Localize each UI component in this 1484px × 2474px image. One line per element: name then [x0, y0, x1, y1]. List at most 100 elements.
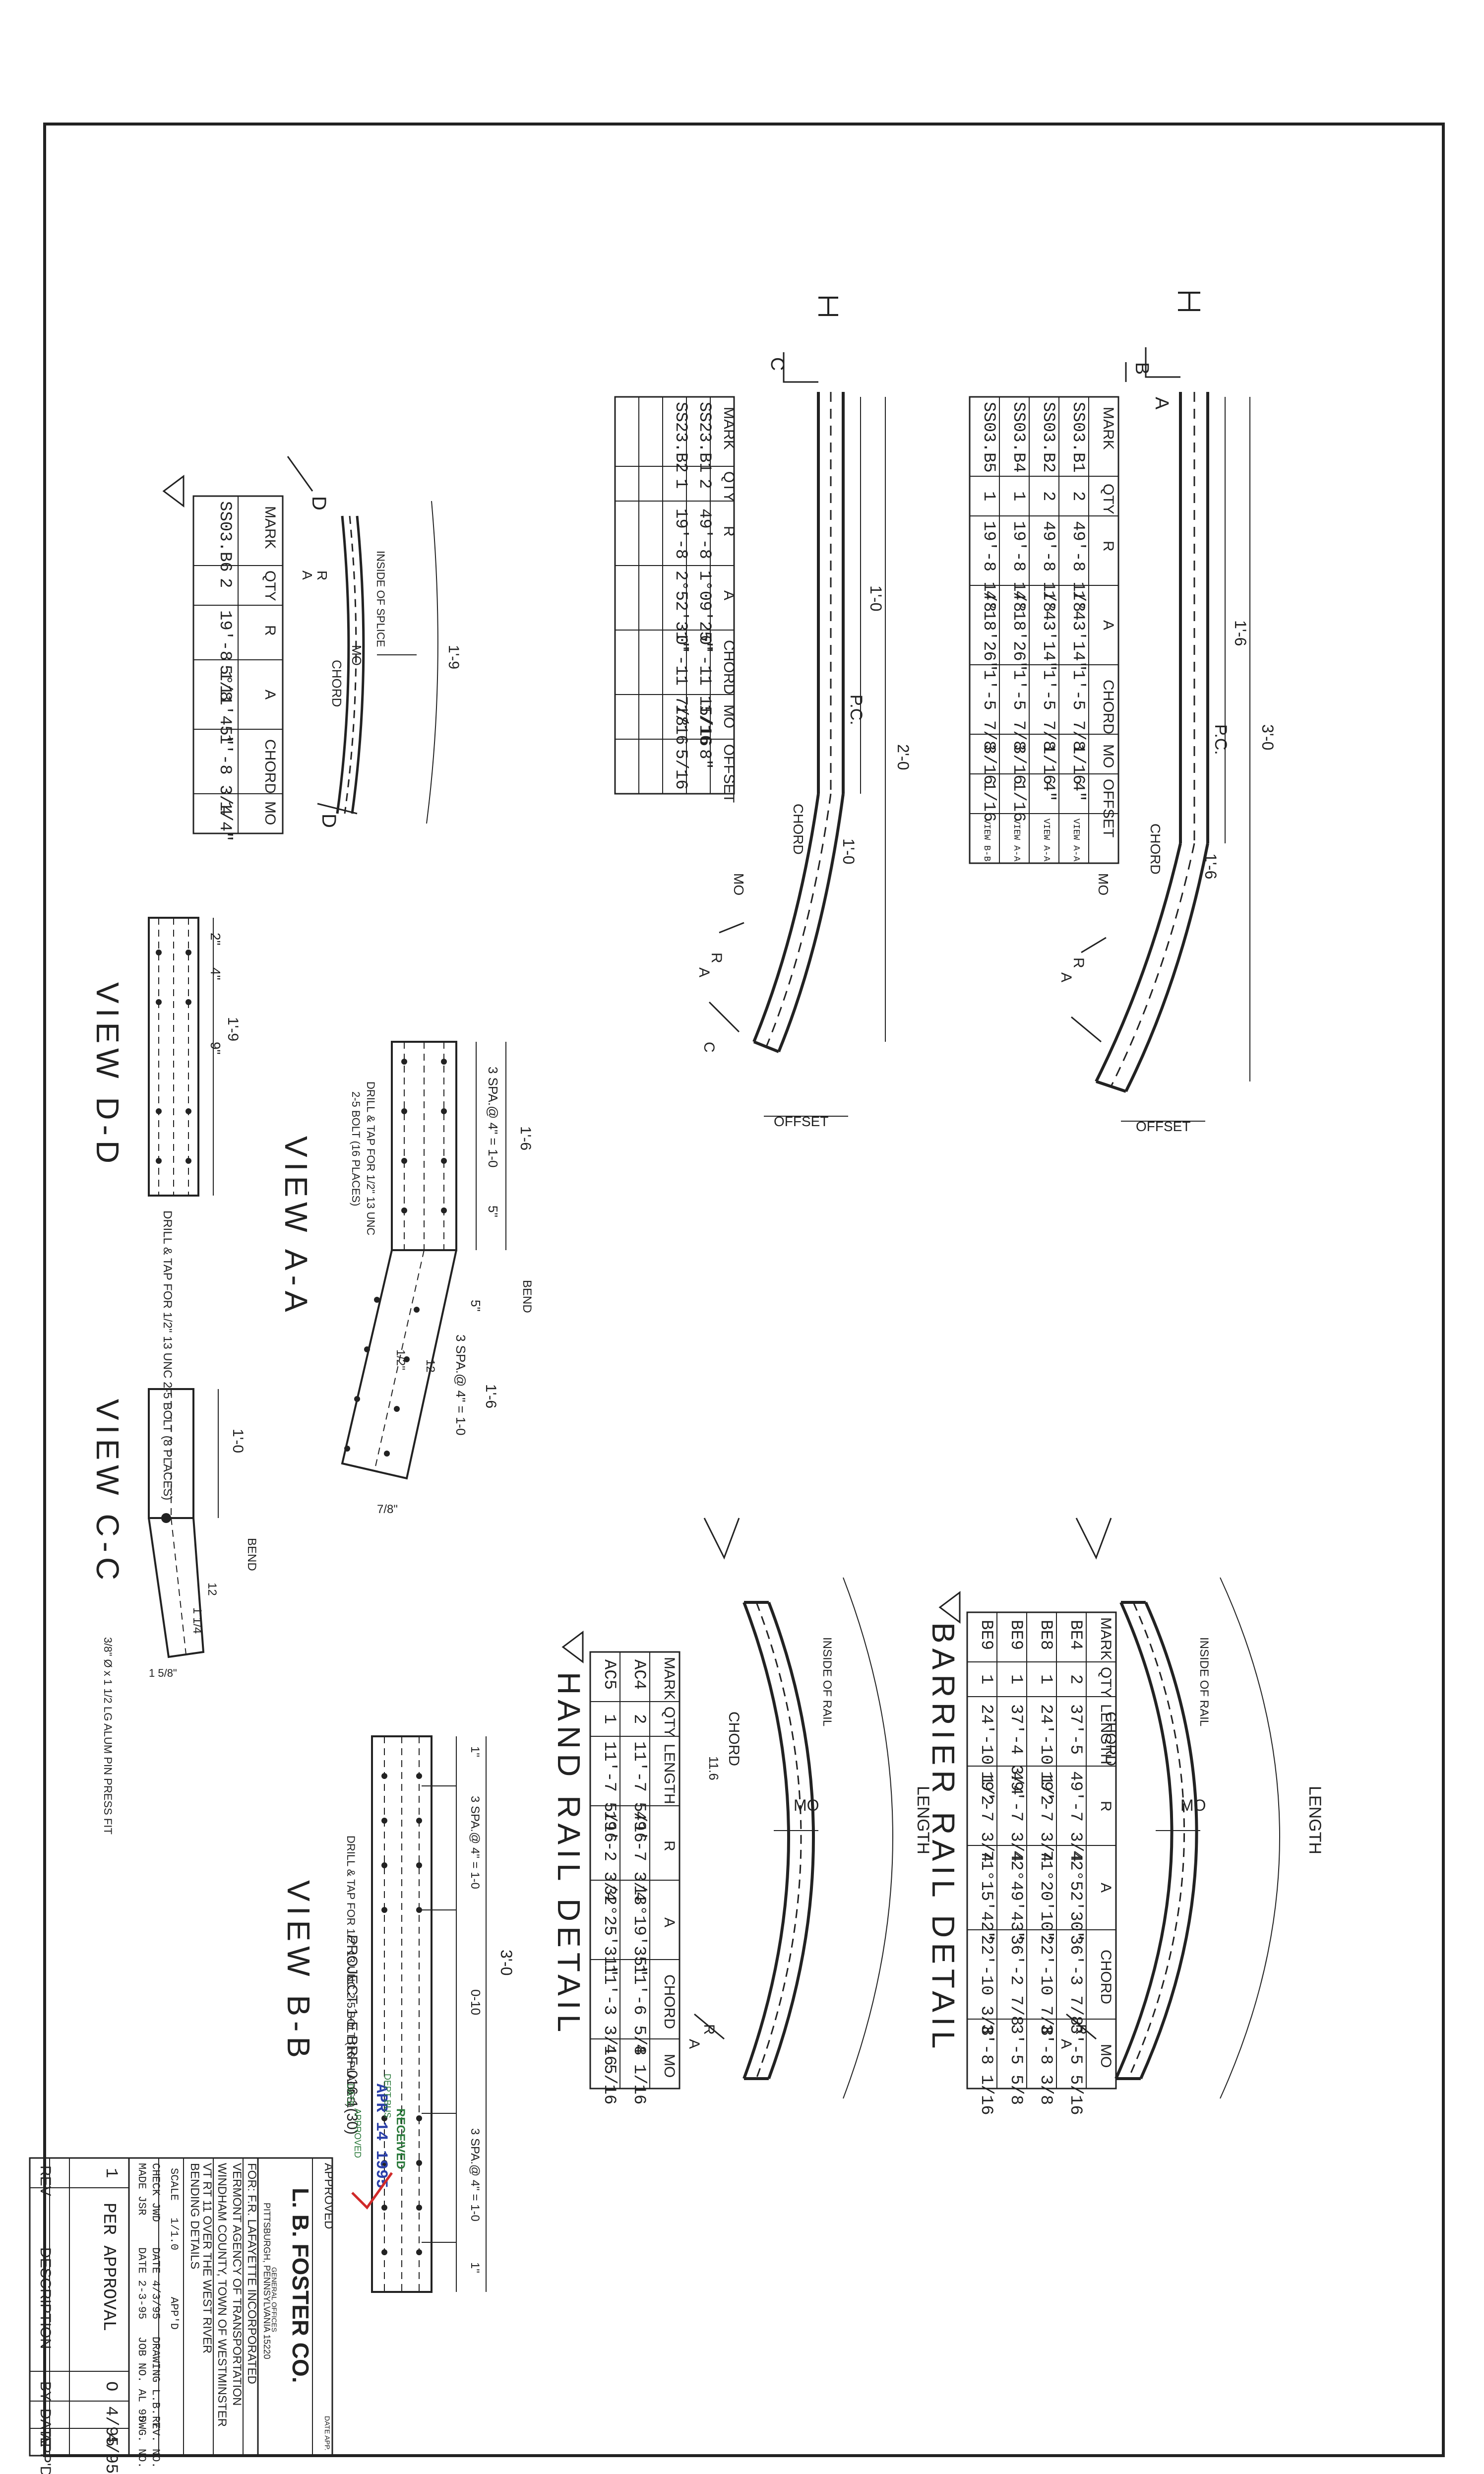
stamp-date: APR 14 1995 — [372, 2084, 390, 2188]
view-aa-spa: 3 SPA.@ 4" = 1-0 — [486, 1067, 500, 1168]
barrier-rail-a: A — [1058, 2039, 1074, 2049]
title-rev: REV. NO. — [149, 2416, 162, 2469]
title-for-1: VERMONT AGENCY OF TRANSPORTATION — [230, 2163, 244, 2406]
view-cc-drawing — [148, 1388, 219, 1658]
section-a-r2-mo: 3/16 — [1009, 744, 1028, 785]
barrier-rail-r2-chord: 36'-2 7/8 — [1006, 1935, 1025, 2026]
section-c-h-mo: MO — [721, 704, 737, 728]
section-c-table: MARK QTY R A CHORD MO OFFSET SS23.B1 2 4… — [614, 396, 737, 803]
barrier-rail-mo: MO — [1180, 1796, 1206, 1814]
view-bb-spa2: 3 SPA.@ 4" = 1-0 — [468, 2128, 482, 2221]
company-office: GENERAL OFFICES — [270, 2267, 278, 2332]
hand-rail-mo: MO — [794, 1796, 819, 1814]
section-a-a2: A — [1058, 972, 1074, 982]
barrier-rail-r3-a: 71°15'42" — [977, 1850, 995, 1942]
hand-rail-chord: CHORD — [726, 1712, 742, 1766]
stamp-dept: DEPT BUS — [382, 2074, 392, 2118]
view-cc-114: 1 1/4 — [190, 1607, 204, 1634]
title-for-0: FOR: F.R. LAFAYETTE INCORPORATED — [245, 2163, 258, 2384]
section-a-offset: OFFSET — [1136, 1119, 1190, 1134]
section-a-r1-off: 4" — [1039, 781, 1057, 802]
section-c-a: A — [696, 967, 712, 977]
section-c-h-qty: QTY — [721, 471, 737, 502]
barrier-rail-r0-mark: BE4 — [1066, 1620, 1085, 1650]
section-a-r1-r: 49'-8 1/8 — [1039, 521, 1057, 612]
title-appd: APP'D — [168, 2297, 180, 2330]
barrier-rail-r3-mo: 3'-8 1/16 — [977, 2024, 995, 2115]
section-c-r0-a: 1°09'25" — [695, 571, 714, 651]
section-d-table: MARK QTY R A CHORD MO SS03.B6 2 19'-8 1/… — [162, 475, 284, 842]
section-a-table: MARK QTY R A CHORD MO OFFSET SS03.B1 2 4… — [969, 396, 1119, 864]
view-cc-158: 1 5/8" — [149, 1667, 177, 1679]
section-c-r1-off: 5/16 — [671, 749, 690, 790]
section-a-h-a: A — [1100, 620, 1116, 630]
title-block: MADE JSR DATE 2-3-95 JOB NO. AL 95 DWG. … — [128, 2157, 259, 2469]
section-d-mo: MO — [349, 645, 364, 666]
company-city: PITTSBURGH, PENNSYLVANIA 15220 — [262, 2203, 272, 2359]
barrier-rail-r: R — [1073, 2024, 1089, 2035]
barrier-rail-r0-mo: 3'-5 5/16 — [1066, 2024, 1085, 2115]
view-aa-bend: BEND — [520, 1280, 534, 1313]
section-a-h-qty: QTY — [1100, 484, 1116, 514]
sheet-border — [43, 123, 1445, 2457]
hand-rail-r0-mo: 4 1/16 — [629, 2044, 648, 2104]
revision-r0-rev: 1 — [101, 2168, 120, 2178]
section-d-r0-mo: 1/4" — [215, 801, 234, 842]
view-aa-drawing — [341, 1041, 506, 1480]
view-aa-len2: 1'-6 — [483, 1384, 499, 1408]
section-a-r0-a: 1°43'14" — [1068, 590, 1087, 671]
view-cc-len: 1'-0 — [230, 1429, 246, 1453]
revision-r0-desc: PER APPROVAL — [99, 2203, 119, 2331]
title-scale: SCALE — [168, 2168, 180, 2201]
hand-rail-r1-mark: AC5 — [600, 1659, 618, 1690]
section-c-r0-chord: 0'-11 15/16 — [695, 635, 714, 746]
section-a-r3-mo: 3/16 — [979, 744, 998, 785]
barrier-rail-r2-mark: BE9 — [1006, 1620, 1025, 1650]
title-job: JOB NO. AL 95 — [135, 2337, 148, 2422]
view-aa-12: 12 — [424, 1359, 437, 1373]
section-c-r1-r: 19'-8 — [671, 508, 690, 559]
barrier-rail-r1-mo: 3'-8 3/8 — [1036, 2024, 1055, 2105]
section-a-mo: MO — [1096, 873, 1111, 895]
company-date-app: DATE APP. — [323, 2416, 331, 2451]
view-aa-drill: DRILL & TAP FOR 1/2" 13 UNC — [365, 1081, 377, 1235]
barrier-rail-h-mo: MO — [1098, 2044, 1114, 2068]
view-bb-010: 0-10 — [468, 1989, 483, 2015]
stamp-check-mark — [351, 2172, 393, 2210]
section-c-h-chord: CHORD — [721, 640, 737, 695]
revision-h-by: BY — [37, 2381, 54, 2401]
section-a-r3-view: VIEW B-B — [982, 819, 991, 862]
view-dd-4: 4" — [208, 967, 223, 980]
section-c-r0-mark: SS23.B1 — [695, 402, 714, 473]
barrier-rail-length: LENGTH — [1305, 1786, 1324, 1854]
barrier-rail-r0-len: 37'-5 — [1066, 1704, 1085, 1755]
view-bb-title: VIEW B-B — [281, 1880, 316, 2063]
section-a-r3-chord: 1'-5 7/8 — [979, 670, 998, 751]
section-a-r0-qty: 2 — [1068, 491, 1087, 501]
stamp-date-label: DATE — [345, 2084, 355, 2107]
revision-r0-by: O — [101, 2381, 120, 2391]
view-dd-drawing — [148, 917, 214, 1197]
view-dd-2: 2" — [208, 933, 223, 946]
section-c-r0-r: 49'-8 — [695, 508, 714, 559]
section-c-offset: OFFSET — [774, 1114, 828, 1129]
section-c-len3: 2'-0 — [894, 744, 912, 770]
view-bb-1a: 1" — [468, 1746, 482, 1757]
view-bb-drawing — [371, 1735, 487, 2293]
barrier-rail-r1-a: 71°20'10" — [1036, 1850, 1055, 1942]
barrier-rail-r1-qty: 1 — [1036, 1674, 1055, 1684]
section-d-chord: CHORD — [329, 660, 344, 707]
section-c-r0-off: 8" — [695, 749, 714, 769]
section-d-h-mark: MARK — [262, 506, 278, 549]
view-aa-holes — [344, 1059, 447, 1457]
title-dwg: DWG. NO. — [135, 2416, 148, 2469]
view-cc-pin — [161, 1513, 171, 1523]
section-c-mo: MO — [731, 873, 746, 895]
section-d-r0-r: 19'-8 1/8 — [215, 610, 234, 701]
title-for-2: WINDHAM COUNTY, TOWN OF WESTMINSTER — [215, 2163, 229, 2427]
section-c-r1-chord: 0'-11 7/8 — [671, 635, 690, 726]
section-d-r: R — [314, 571, 330, 580]
company-approved: APPROVED — [322, 2163, 335, 2229]
hand-rail-r1-qty: 1 — [600, 1714, 618, 1724]
